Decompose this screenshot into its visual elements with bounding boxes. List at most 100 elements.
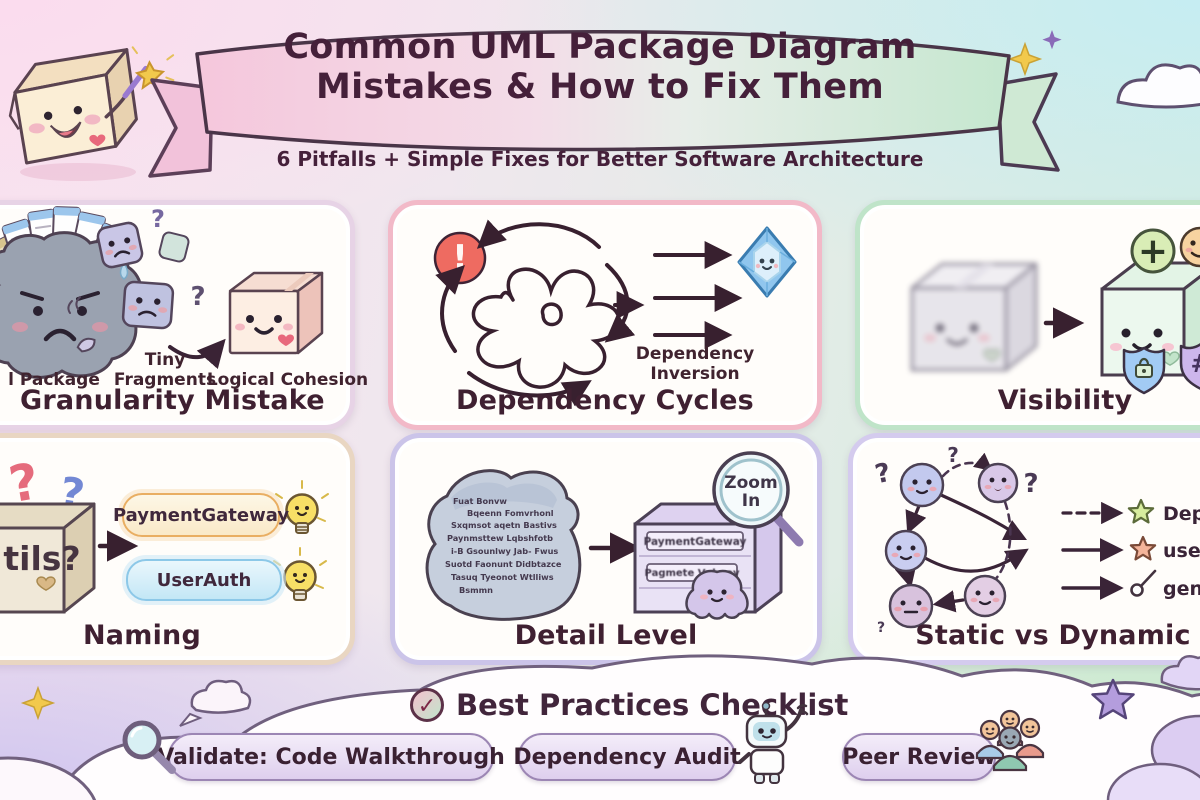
straight-dependency-arrows (653, 241, 743, 349)
scribble-text: Paynmsttew Lqbshfotb (447, 533, 553, 543)
robot-icon (738, 701, 809, 784)
card-title-visibility: Visibility (997, 385, 1133, 416)
label-logical-cohesion: Logical Cohesion (206, 370, 369, 390)
tangled-dependencies-icon (471, 267, 621, 389)
purple-sparkle-icon (1042, 30, 1062, 50)
question-mark: ? (947, 443, 959, 467)
card-title-granularity: Granularity Mistake (20, 385, 325, 416)
corner-cloud-icon (0, 756, 97, 800)
zoom-label-1: Zoom (724, 473, 777, 493)
blurry-package-icon (910, 262, 1038, 372)
alert-icon: ! (433, 231, 487, 285)
label-fragments: Fragments (113, 370, 217, 390)
zoom-label-2: In (742, 491, 760, 511)
protected-hash-shield-icon: # (1179, 343, 1200, 390)
card-title-cycles: Dependency Cycles (456, 385, 754, 416)
question-mark: ? (1023, 469, 1038, 499)
cycle-arrows (435, 219, 636, 407)
card-static-dynamic: ? ? ? ? Depen uses genera Stat (848, 433, 1200, 665)
ribbon-tail-left (148, 78, 214, 178)
heart-icon (278, 334, 294, 346)
question-mark: ? (872, 458, 893, 490)
package-node-icon (888, 583, 934, 629)
ribbon-tail-right (996, 72, 1060, 172)
title-line-2: Mistakes & How to Fix Them (315, 66, 885, 107)
question-mark: ? (190, 282, 205, 312)
cohesive-package-icon (228, 271, 324, 355)
magnifier-icon (122, 720, 176, 774)
label-dependency: Dependency (635, 344, 755, 364)
package-mascot-icon (8, 46, 175, 165)
gem-icon (737, 226, 797, 298)
svg-text:#: # (1191, 349, 1200, 378)
label-overloaded-package: l Package (8, 370, 100, 390)
checklist-pill-dependency-audit: Dependency Audit (513, 733, 741, 781)
box-label-line1: PaymentGateway (644, 536, 747, 548)
scribble-text: Sxqmsot aqetn Bastivs (451, 520, 557, 530)
checklist-pill-peer-review: Peer Review (842, 733, 996, 781)
card-visibility: + # Visibility (855, 200, 1200, 430)
card-title-detail: Detail Level (514, 620, 698, 651)
package-node-icon (977, 462, 1019, 504)
naming-illustration: ? ? tils? (0, 452, 329, 614)
static-dynamic-illustration: ? ? ? ? Depen uses genera (872, 443, 1200, 636)
zoom-in-magnifier-icon: Zoom In (712, 451, 804, 547)
lightbulb-icon (275, 480, 329, 534)
lightbulb-icon (273, 547, 327, 601)
box-character-shadow (20, 163, 136, 181)
good-name-pill-payment: PaymentGateway (113, 493, 289, 537)
overloaded-package-icon (0, 231, 143, 379)
node-graph: ? ? ? ? (872, 443, 1038, 636)
checkmark: ✓ (418, 694, 436, 719)
ghost-blob-icon (685, 569, 749, 620)
private-lock-shield-icon (1122, 346, 1166, 395)
label-tiny: Tiny (144, 350, 186, 370)
arrow-legend: Depen uses genera (1061, 498, 1200, 600)
scribble-text: Bqeenn Fomvrhonl (467, 508, 554, 518)
visible-package-icon (1100, 261, 1200, 377)
pin-icon (1130, 569, 1157, 597)
people-group-icon (975, 709, 1045, 772)
package-node-icon (884, 529, 928, 573)
tiny-fragments-icons: ? ? (67, 205, 206, 353)
checklist-heading: ✓ Best Practices Checklist (408, 686, 848, 724)
scribble-text: Bsmmn (459, 585, 493, 595)
vague-box-label: tils? (3, 539, 80, 578)
checklist-heading-text: Best Practices Checklist (456, 688, 849, 722)
card-granularity: ? ? l Package Tiny Fragments Logical Coh… (0, 200, 368, 430)
checklist-pill-validate: Validate: Code Walkthrough (157, 733, 505, 781)
legend-label-generalization: genera (1163, 578, 1200, 600)
header-ribbon (195, 30, 1011, 152)
scribble-text: Fuat Bonvw (453, 496, 507, 506)
card-dependency-cycles: ! (388, 200, 822, 430)
cloud-icon (1116, 63, 1200, 109)
overdetailed-blob-icon: Fuat Bonvw Bqeenn Fomvrhonl Sxqmsot aqet… (425, 469, 582, 621)
public-plus-icon: + (1130, 228, 1176, 274)
card-title-naming: Naming (83, 620, 201, 651)
sweat-drop-icon (119, 261, 129, 280)
puff-cloud-icon (179, 679, 252, 727)
legend-label-uses: uses (1163, 540, 1200, 562)
purple-star-icon (1091, 678, 1135, 720)
good-name-pill-userauth: UserAuth (126, 559, 282, 601)
scribble-text: Suotd Faonunt Didbtazce (445, 559, 562, 569)
package-node-icon (899, 462, 945, 508)
gold-sparkle-icon (20, 685, 56, 721)
card-naming: ? ? tils? (0, 433, 355, 665)
cycles-illustration: ! (433, 219, 797, 407)
purple-cloud-icons (1106, 655, 1200, 800)
page-subtitle: 6 Pitfalls + Simple Fixes for Better Sof… (276, 147, 924, 171)
legend-label-depends: Depen (1163, 503, 1200, 525)
vague-package-icon: tils? (0, 502, 96, 614)
header-decorations (8, 30, 1200, 181)
wink-smiley-icon (1179, 226, 1200, 268)
box-label-line2: Pagmete Vubeey (645, 568, 740, 579)
question-mark: ? (151, 205, 165, 233)
orange-star-icon (1129, 535, 1157, 561)
label-inversion: Inversion (650, 364, 740, 384)
fix-arrow (168, 338, 226, 370)
check-badge-icon: ✓ (410, 688, 444, 722)
visibility-illustration: + # (910, 226, 1200, 395)
green-star-icon (1127, 498, 1155, 524)
